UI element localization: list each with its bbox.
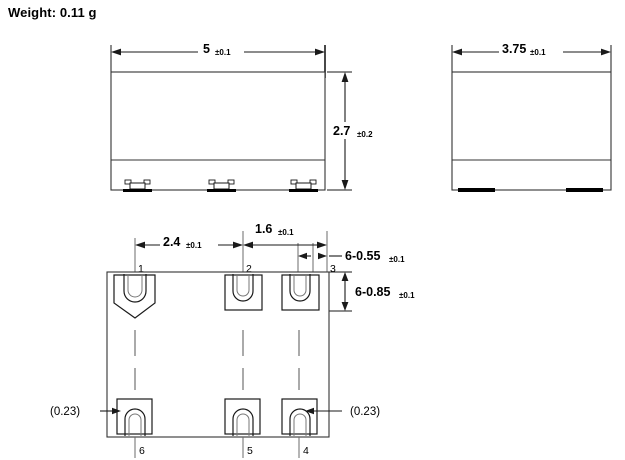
front-body-outline: [110, 71, 326, 191]
edge-offset-right-value: (0.23): [350, 406, 380, 418]
side-width-dim-text: 3.75 ±0.1: [499, 42, 563, 58]
bottom-pitch-left-tolerance: ±0.1: [186, 241, 202, 250]
bottom-terminal-6: [116, 398, 153, 436]
terminal-6-inner-u: [124, 408, 146, 436]
front-width-text-bg: [198, 42, 244, 58]
front-height-dim-text: 2.7 ±0.2: [330, 122, 386, 139]
front-height-arrow-bottom: [341, 180, 349, 190]
front-view: 5 ±0.1: [110, 42, 386, 192]
terminal-3-outline: [281, 274, 320, 311]
terminal-width-tolerance: ±0.1: [389, 255, 405, 264]
side-width-text-bg: [499, 42, 563, 58]
front-terminal-group: [123, 179, 318, 192]
front-width-tolerance: ±0.1: [215, 48, 231, 57]
pin-number-4: 4: [303, 445, 309, 457]
terminal-4-inner-u2: [293, 413, 307, 436]
terminal-5-outline: [224, 398, 261, 435]
bottom-pitch-left-arrow-right: [233, 241, 243, 249]
bottom-pitch-left-text-bg: [160, 235, 218, 251]
side-foot-right: [566, 188, 603, 192]
bottom-pitch-right-arrow-right: [317, 241, 327, 249]
bottom-terminal-1: [113, 274, 156, 319]
bottom-pitch-right-arrow-left: [243, 241, 253, 249]
edge-offset-left-callout: (0.23): [50, 406, 121, 418]
terminal-width-arrow-left: [298, 252, 307, 260]
terminal-height-text: 6-0.85 ±0.1: [355, 285, 415, 300]
bottom-terminal-2: [224, 274, 263, 311]
terminal-2-inner-u: [232, 274, 254, 302]
bottom-pitch-left-arrow-left: [135, 241, 145, 249]
bottom-pitch-right-text-bg: [252, 222, 310, 238]
pin-number-2: 2: [246, 263, 252, 275]
front-terminal-3: [289, 179, 318, 192]
front-height-text-bg: [330, 122, 386, 139]
edge-offset-left-arrow: [112, 407, 121, 415]
front-terminal-1: [123, 179, 152, 192]
pin-number-1: 1: [138, 263, 144, 275]
front-width-arrow-right: [315, 48, 325, 56]
terminal-height-value: 6-0.85: [355, 285, 390, 299]
side-foot-left: [458, 188, 495, 192]
terminal-6-inner-u2: [128, 413, 142, 436]
terminal-width-arrow-right: [318, 252, 327, 260]
weight-label: Weight: 0.11 g: [8, 5, 97, 20]
side-width-arrow-left: [452, 48, 462, 56]
pin-number-3: 3: [330, 263, 336, 275]
terminal-1-inner-u: [123, 274, 147, 303]
bottom-centerlines: [134, 330, 300, 390]
side-body-outline: [451, 71, 612, 191]
front-height-value: 2.7: [333, 124, 350, 138]
terminal-height-tolerance: ±0.1: [399, 291, 415, 300]
front-height-arrow-top: [341, 72, 349, 82]
bottom-pitch-left-text: 2.4 ±0.1: [160, 235, 218, 251]
terminal-3-inner-u: [289, 274, 311, 302]
front-terminal-2: [207, 179, 236, 192]
terminal-1-inner-u2: [127, 274, 143, 298]
terminal-width-text: 6-0.55 ±0.1: [345, 249, 405, 264]
bottom-terminal-4: [281, 398, 318, 436]
terminal-2-outline: [224, 274, 263, 311]
side-width-arrow-right: [601, 48, 611, 56]
pin-number-5: 5: [247, 445, 253, 457]
pin-number-6: 6: [139, 445, 145, 457]
side-width-value: 3.75: [502, 42, 526, 56]
bottom-pitch-right-value: 1.6: [255, 222, 272, 236]
bottom-view: 2.4 ±0.1 1.6 ±0.1 6-0.55 ±0.1: [50, 222, 415, 458]
front-height-tolerance: ±0.2: [357, 130, 373, 139]
terminal-4-inner-u: [289, 408, 311, 436]
terminal-height-arrow-top: [341, 272, 349, 281]
terminal-6-outline: [116, 398, 153, 435]
bottom-pitch-right-text: 1.6 ±0.1: [252, 222, 310, 238]
terminal-5-inner-u2: [236, 413, 250, 436]
terminal-width-value: 6-0.55: [345, 249, 380, 263]
front-width-dim-text: 5 ±0.1: [198, 42, 244, 58]
side-width-tolerance: ±0.1: [530, 48, 546, 57]
front-width-arrow-left: [111, 48, 121, 56]
bottom-terminal-5: [224, 398, 261, 436]
terminal-4-outline: [281, 398, 318, 435]
bottom-pitch-left-value: 2.4: [163, 235, 180, 249]
terminal-2-inner-u2: [236, 274, 250, 297]
terminal-5-inner-u: [232, 408, 254, 436]
terminal-3-inner-u2: [293, 274, 307, 297]
bottom-pitch-right-tolerance: ±0.1: [278, 228, 294, 237]
front-width-value: 5: [203, 42, 210, 56]
side-view: 3.75 ±0.1: [451, 42, 612, 192]
edge-offset-left-value: (0.23): [50, 406, 80, 418]
bottom-terminal-3: [281, 274, 320, 311]
terminal-height-arrow-bottom: [341, 302, 349, 311]
edge-offset-right-arrow: [305, 407, 314, 415]
edge-offset-right-callout: (0.23): [305, 406, 380, 418]
